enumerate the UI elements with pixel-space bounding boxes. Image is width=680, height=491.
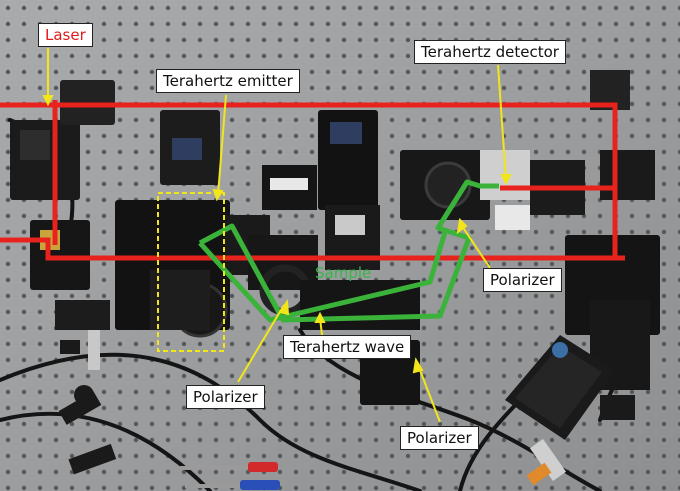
laser-beam-detector <box>500 185 618 258</box>
terahertz-beam-return <box>198 231 448 323</box>
polarizer-right-label: Polarizer <box>483 268 562 292</box>
polarizer-bottom-label: Polarizer <box>400 426 479 450</box>
laser-beam-return <box>0 237 625 261</box>
emitter-highlight-box <box>157 192 225 352</box>
left-optics <box>10 80 117 475</box>
label-pointers <box>42 48 512 423</box>
terahertz-emitter-label: Terahertz emitter <box>156 69 300 93</box>
emitter-module <box>115 110 270 338</box>
electronics-box <box>505 335 615 486</box>
terahertz-wave-label: Terahertz wave <box>283 335 412 359</box>
terahertz-detector-label: Terahertz detector <box>414 40 566 64</box>
screwdrivers <box>180 462 280 490</box>
sample-label: Sample <box>315 264 372 282</box>
polarizer-left-label: Polarizer <box>186 385 265 409</box>
laser-label: Laser <box>38 23 93 47</box>
